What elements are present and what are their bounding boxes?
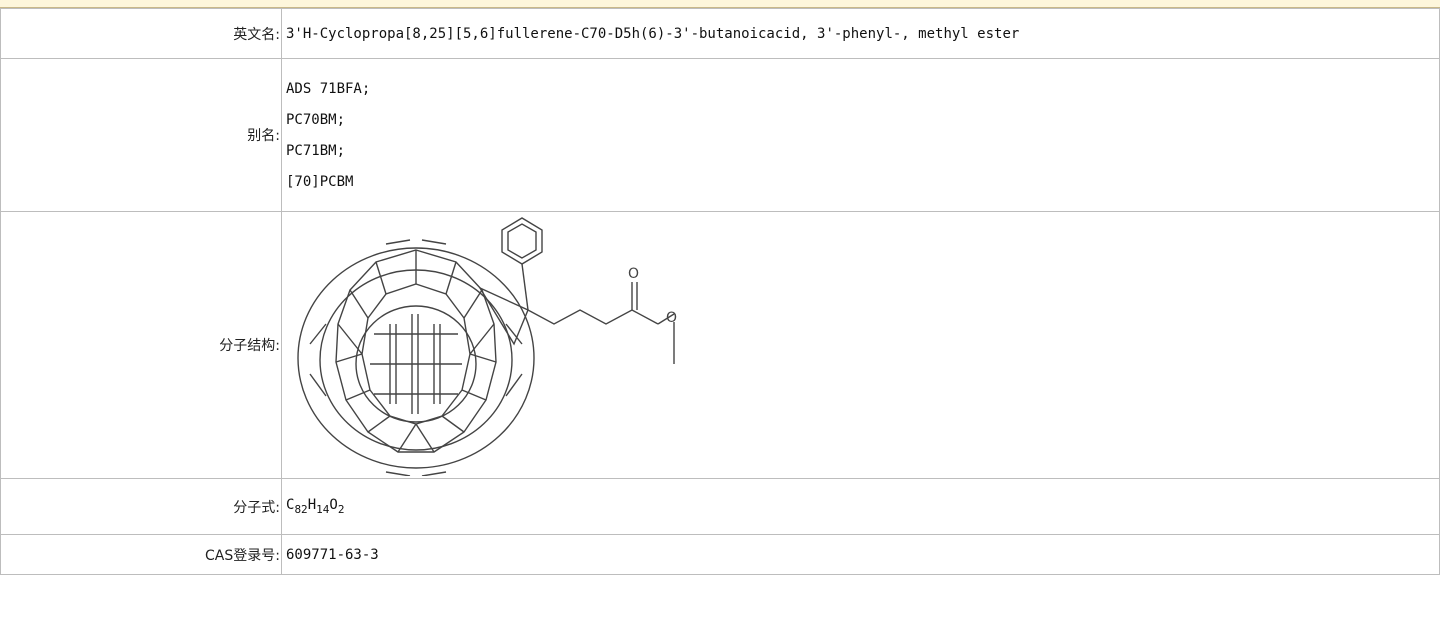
formula-carbon: C [286, 497, 295, 513]
formula-value: C82H14O2 [281, 478, 1440, 535]
formula-oxygen-count: 2 [337, 503, 345, 516]
alias-item: PC70BM; [286, 112, 346, 128]
cas-label: CAS登录号: [0, 534, 282, 575]
row-alias: 别名: ADS 71BFA; PC70BM; PC71BM; [70]PCBM [0, 58, 1440, 212]
row-english-name: 英文名: 3'H-Cyclopropa[8,25][5,6]fullerene-… [0, 8, 1440, 59]
fullerene-cage-outline [297, 247, 535, 469]
formula-carbon-count: 82 [294, 503, 308, 516]
cyclopropane-ring [478, 286, 529, 346]
alias-label: 别名: [0, 58, 282, 212]
alias-list: ADS 71BFA; PC70BM; PC71BM; [70]PCBM [286, 72, 1439, 198]
alias-item: [70]PCBM [286, 174, 354, 190]
structure-label: 分子结构: [0, 211, 282, 479]
carbonyl-oxygen-label: O [628, 266, 639, 282]
ester-oxygen-label: O [666, 310, 677, 326]
row-formula: 分子式: C82H14O2 [0, 478, 1440, 535]
structure-value: O O [281, 211, 1440, 479]
formula-hydrogen: H [307, 497, 317, 513]
alias-value: ADS 71BFA; PC70BM; PC71BM; [70]PCBM [281, 58, 1440, 212]
phenyl-ring [501, 217, 543, 265]
fullerene-core-ring [355, 305, 477, 423]
formula-oxygen: O [329, 497, 338, 513]
molecule-structure-image: O O [297, 217, 677, 476]
english-name-value: 3'H-Cyclopropa[8,25][5,6]fullerene-C70-D… [281, 8, 1440, 59]
english-name-label: 英文名: [0, 8, 282, 59]
header-band [0, 0, 1440, 8]
formula-hydrogen-count: 14 [316, 503, 330, 516]
alias-item: PC71BM; [286, 143, 346, 159]
cas-value: 609771-63-3 [281, 534, 1440, 575]
formula-label: 分子式: [0, 478, 282, 535]
row-cas: CAS登录号: 609771-63-3 [0, 534, 1440, 575]
row-structure: 分子结构: [0, 211, 1440, 479]
alias-item: ADS 71BFA; [286, 81, 371, 97]
fullerene-inner-ring [319, 269, 513, 451]
compound-info-table: 英文名: 3'H-Cyclopropa[8,25][5,6]fullerene-… [0, 8, 1440, 575]
